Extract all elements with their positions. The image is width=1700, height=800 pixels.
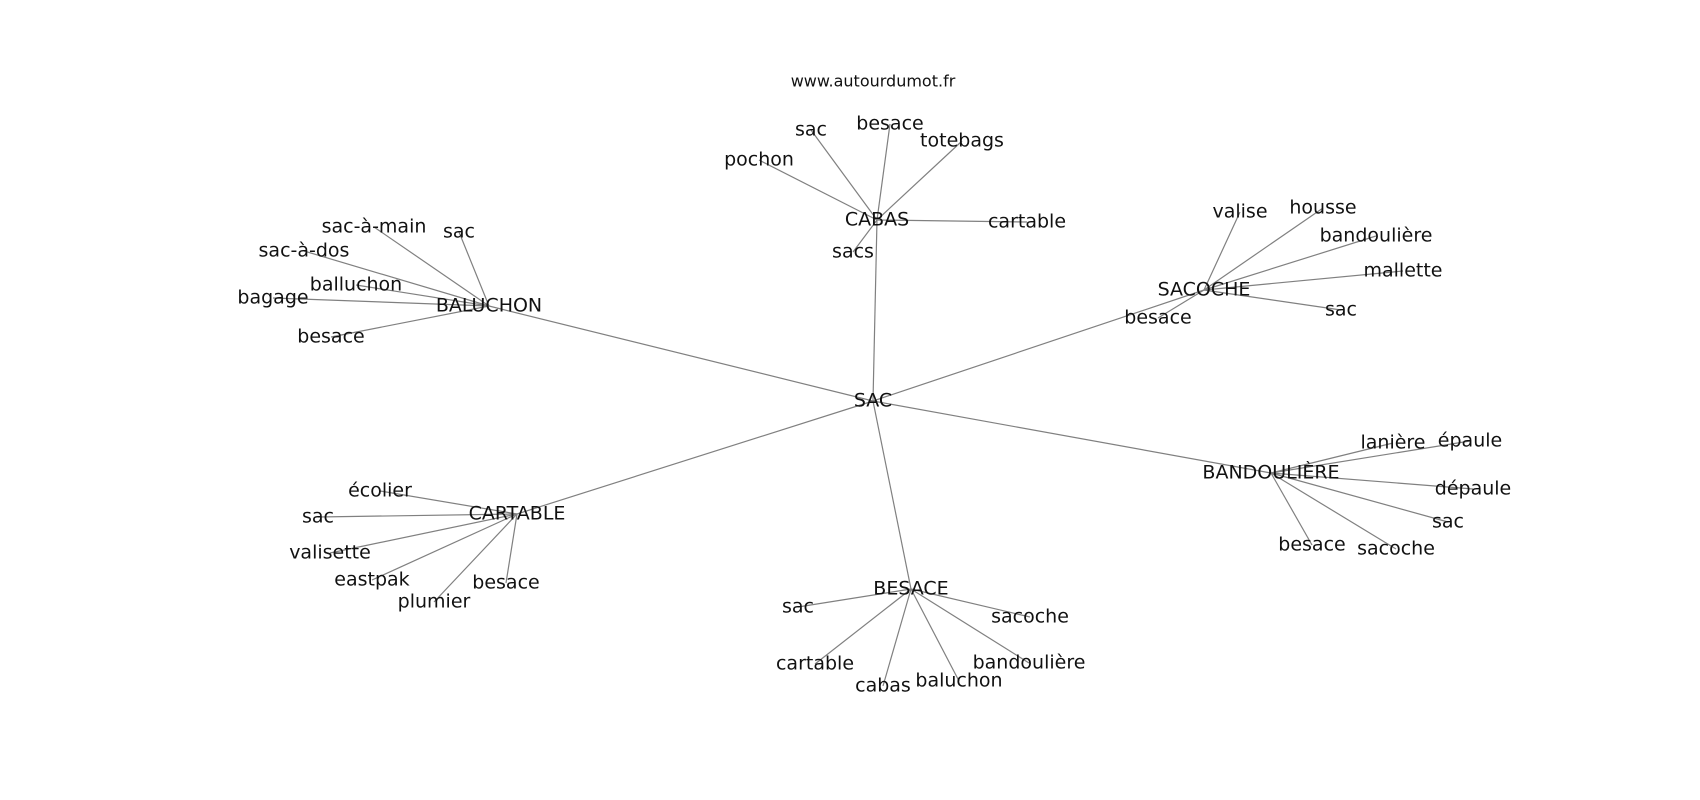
edge-baluchon-bal-bagage [272,297,490,307]
edge-sacoche-sacoche-valise [1203,211,1241,291]
hub-node-bandouliere[interactable]: BANDOULIÈRE [1202,461,1339,484]
edge-baluchon-bal-sacados [303,250,490,307]
edge-sac-baluchon [488,305,874,402]
hub-node-baluchon[interactable]: BALUCHON [436,295,542,317]
word-node-bes-sac[interactable]: sac [782,596,814,618]
edge-cabas-cabas-pochon [758,159,878,221]
edge-cabas-cabas-sacs [852,219,878,253]
hub-node-cabas[interactable]: CABAS [845,209,909,231]
word-node-cart-plumier[interactable]: plumier [398,591,471,613]
word-node-cabas-sacs[interactable]: sacs [832,241,874,263]
word-node-cabas-totebags[interactable]: totebags [920,130,1004,152]
word-node-band-laniere[interactable]: lanière [1360,432,1425,454]
word-node-bal-besace[interactable]: besace [297,326,364,348]
word-node-sacoche-besace[interactable]: besace [1124,307,1191,329]
hub-node-cartable[interactable]: CARTABLE [469,503,566,525]
word-node-bes-bandouliere[interactable]: bandoulière [973,652,1086,674]
word-node-bal-balluchon[interactable]: balluchon [310,274,402,296]
edge-sacoche-sacoche-mallette [1203,270,1404,291]
word-node-bes-cartable[interactable]: cartable [776,653,854,675]
word-node-cart-eastpak[interactable]: eastpak [334,569,409,591]
word-node-sacoche-mallette[interactable]: mallette [1364,260,1443,282]
edge-bandouliere-band-depaule [1270,472,1474,490]
edge-cabas-cabas-cartable [876,219,1028,223]
edge-baluchon-bal-besace [330,305,490,338]
edge-sacoche-sacoche-housse [1203,207,1324,291]
edge-bandouliere-band-besace [1270,472,1313,546]
edge-sac-bandouliere [872,400,1272,474]
edge-sac-cartable [516,400,874,515]
hub-node-sacoche[interactable]: SACOCHE [1158,279,1251,301]
edge-cartable-cart-sac [317,513,518,518]
graph-node-labels: SAC CABAS BALUCHON SACOCHE BANDOULIÈRE BESACE… [237,113,1511,697]
edge-cartable-cart-eastpak [371,513,518,581]
word-node-sacoche-sac[interactable]: sac [1325,299,1357,321]
edge-baluchon-bal-balluchon [355,284,490,307]
edge-baluchon-bal-sacamain [373,226,490,307]
word-node-cabas-sac[interactable]: sac [795,119,827,141]
edge-sac-besace [872,400,912,590]
edge-besace-bes-sacoche [910,588,1031,618]
edge-sacoche-sacoche-bandouliere [1203,235,1377,291]
word-node-cart-sac[interactable]: sac [302,506,334,528]
word-node-sacoche-valise[interactable]: valise [1212,201,1267,223]
word-node-cabas-pochon[interactable]: pochon [724,149,794,171]
word-node-band-sac[interactable]: sac [1432,511,1464,533]
word-node-cabas-cartable[interactable]: cartable [988,211,1066,233]
word-node-cart-valisette[interactable]: valisette [289,542,371,564]
word-node-band-besace[interactable]: besace [1278,534,1345,556]
word-node-bal-sacados[interactable]: sac-à-dos [259,240,350,262]
edge-besace-bes-bandouliere [910,588,1030,664]
edge-sac-sacoche [872,289,1205,402]
edge-cartable-cart-valisette [329,513,518,554]
word-node-bal-sacamain[interactable]: sac-à-main [322,216,427,238]
edge-sacoche-sacoche-sac [1203,289,1342,311]
edge-sac-cabas [872,219,878,402]
edge-besace-bes-cabas [882,588,912,687]
graph-edges [272,123,1474,687]
edge-cabas-cabas-sac [810,129,878,221]
edge-bandouliere-band-laniere [1270,442,1394,474]
word-node-bes-baluchon[interactable]: baluchon [915,670,1002,692]
edge-bandouliere-band-sacoche [1270,472,1397,550]
word-node-sacoche-bandouliere[interactable]: bandoulière [1320,225,1433,247]
edge-cartable-cart-plumier [433,513,518,603]
edge-sacoche-sacoche-besace [1157,289,1205,319]
word-node-band-depaule[interactable]: dépaule [1435,478,1511,500]
edge-besace-bes-sac [797,588,912,608]
edge-besace-bes-baluchon [910,588,960,682]
word-node-band-sacoche[interactable]: sacoche [1357,538,1435,560]
edge-cartable-cart-besace [505,513,518,584]
word-node-bal-sac[interactable]: sac [443,221,475,243]
edge-cartable-cart-ecolier [379,490,518,515]
edge-besace-bes-cartable [814,588,912,665]
hub-node-sac[interactable]: SAC [854,390,892,412]
hub-node-besace[interactable]: BESACE [873,578,948,600]
word-node-bes-cabas[interactable]: cabas [855,675,911,697]
word-node-bal-bagage[interactable]: bagage [237,287,308,309]
word-node-cart-besace[interactable]: besace [472,572,539,594]
word-node-bes-sacoche[interactable]: sacoche [991,606,1069,628]
edge-cabas-cabas-besace [876,123,891,221]
source-url: www.autourdumot.fr [791,72,956,91]
word-node-band-epaule[interactable]: épaule [1438,430,1502,452]
word-node-cart-ecolier[interactable]: écolier [348,480,412,502]
edge-bandouliere-band-sac [1270,472,1449,523]
word-node-cabas-besace[interactable]: besace [856,113,923,135]
edge-baluchon-bal-sac [458,231,490,307]
edge-cabas-cabas-totebags [876,140,963,221]
word-node-sacoche-housse[interactable]: housse [1289,197,1356,219]
edge-bandouliere-band-epaule [1270,440,1471,474]
